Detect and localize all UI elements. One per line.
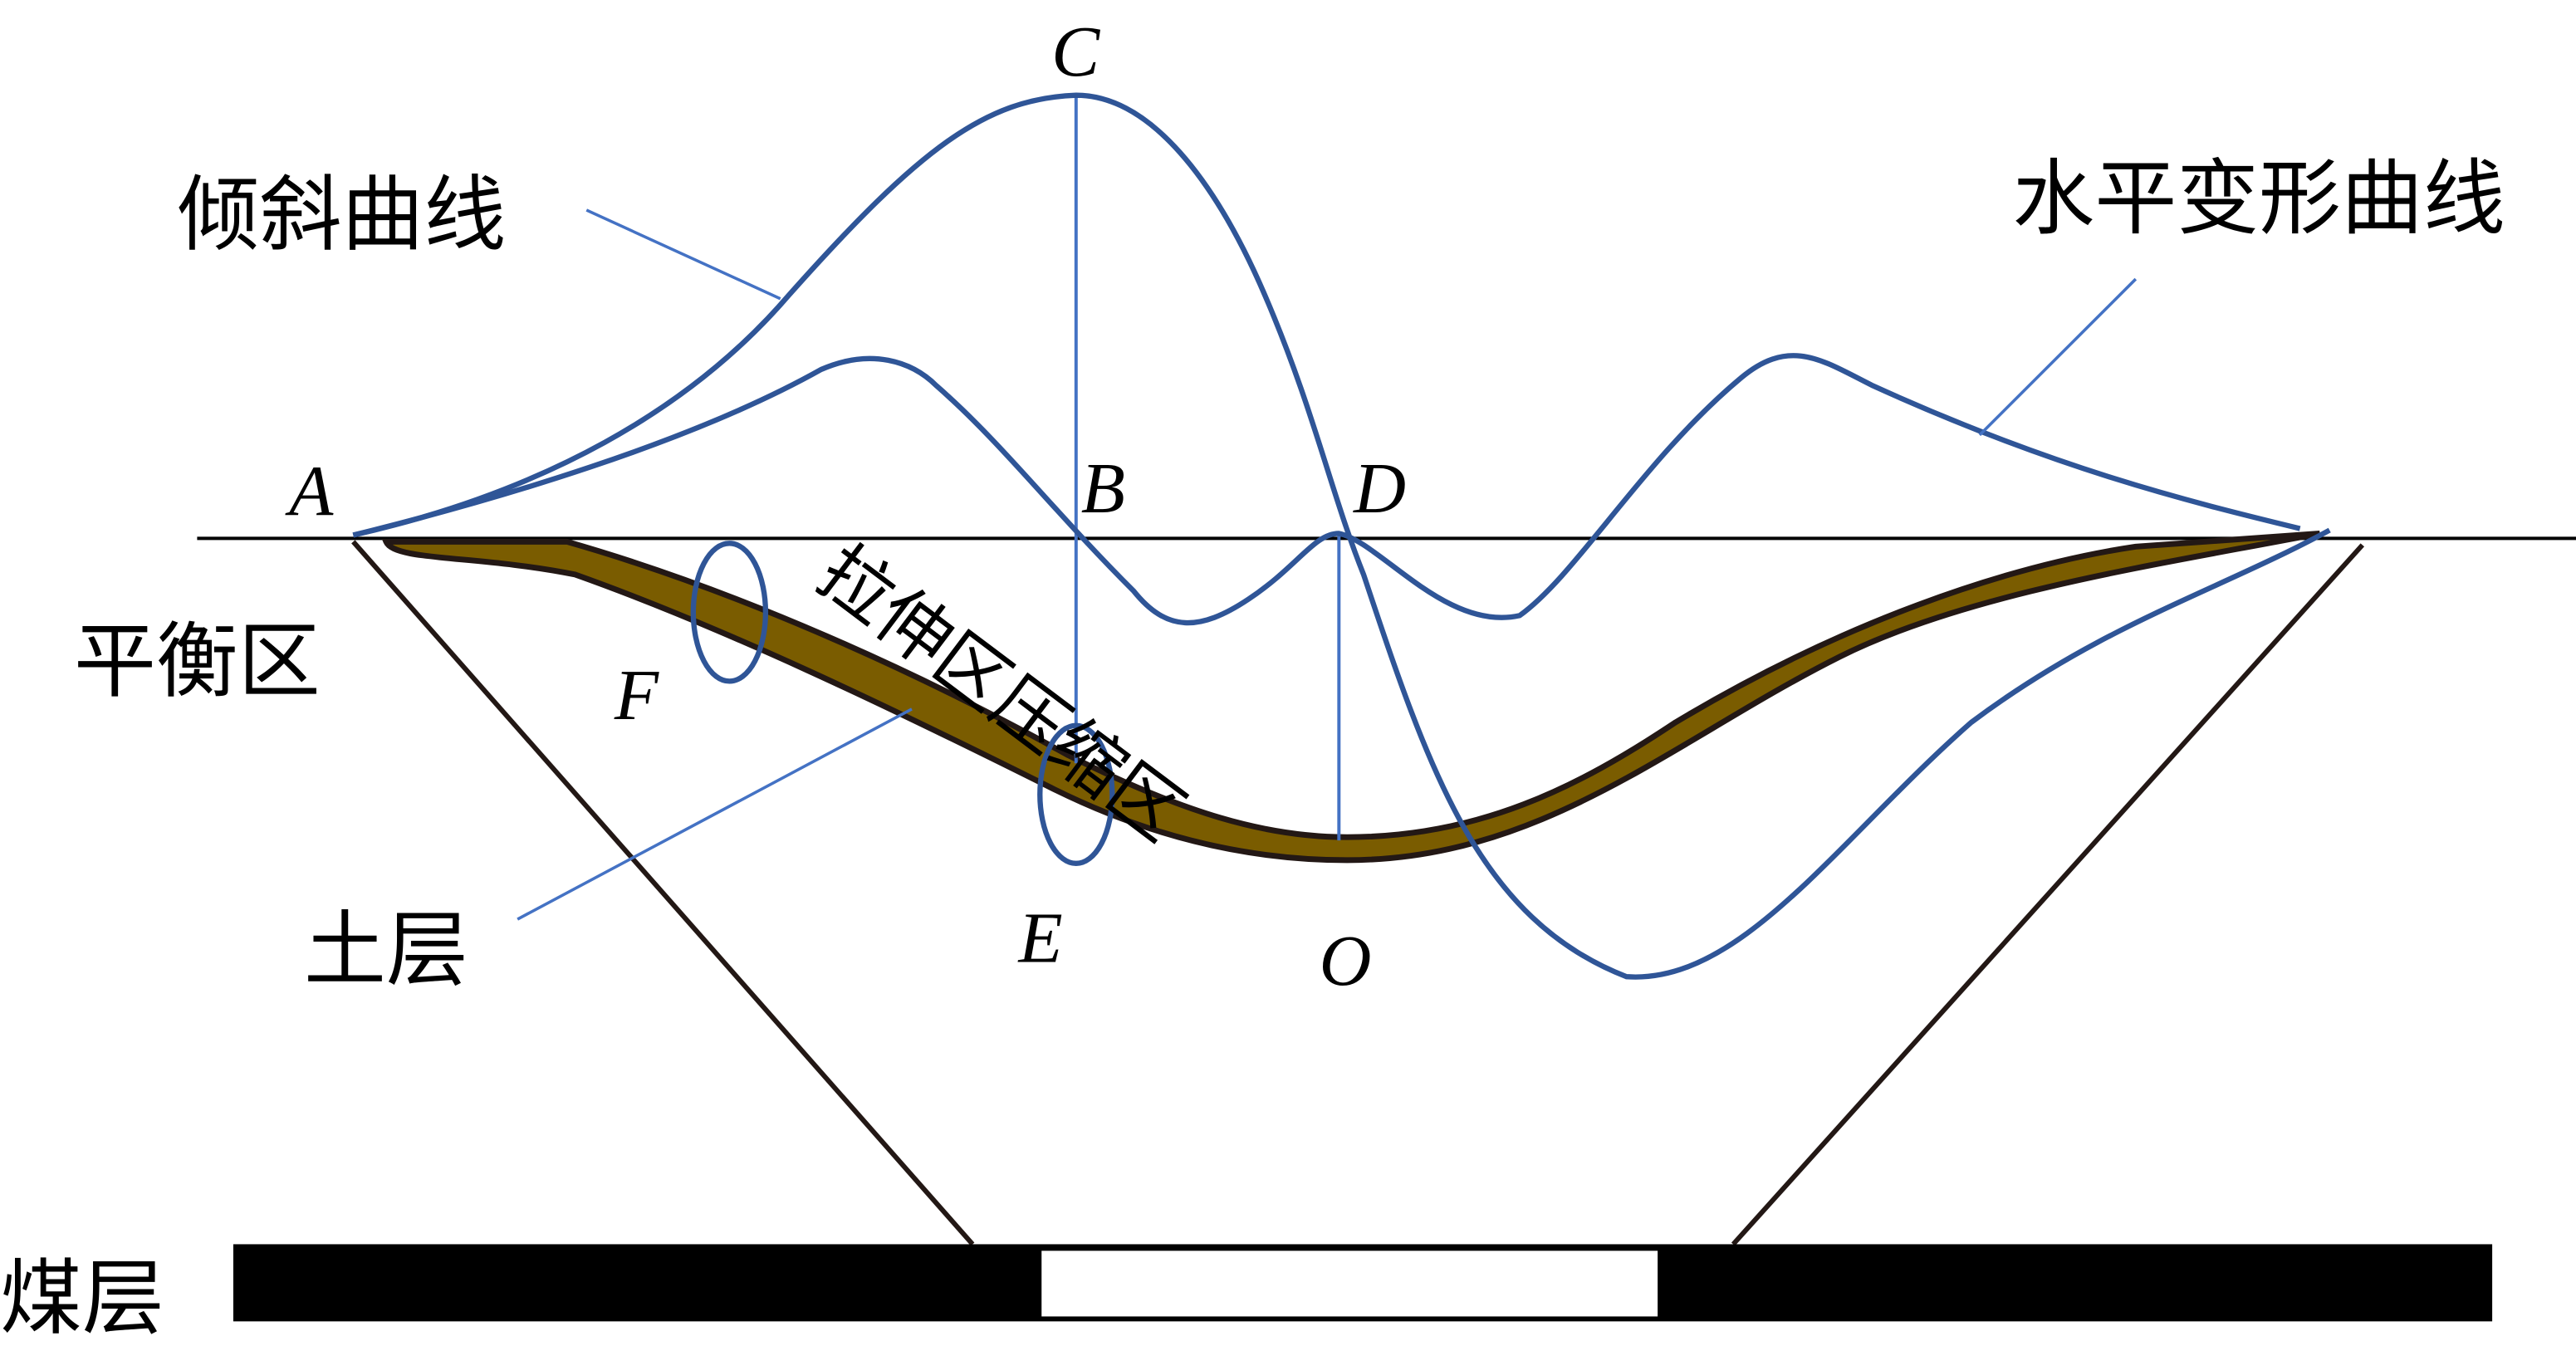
horizontal-curve-leader (1978, 277, 2138, 437)
horizontal-curve-label: 水平变形曲线 (2012, 151, 2505, 247)
tilt-curve-leader (585, 208, 781, 301)
soil-layer-leader (517, 707, 913, 921)
label-d: D (1353, 448, 1406, 528)
soil-layer-label: 土层 (304, 903, 468, 998)
label-a: A (285, 451, 334, 531)
soil-layer (381, 531, 2321, 864)
zone-e-ellipse (1037, 722, 1115, 866)
label-b: B (1081, 448, 1125, 528)
label-o: O (1320, 920, 1372, 1001)
right-boundary-line (1731, 543, 2365, 1246)
goaf-opening (1041, 1251, 1658, 1317)
label-c: C (1051, 11, 1100, 91)
left-boundary-line (351, 540, 975, 1246)
balance-zone-label: 平衡区 (74, 614, 321, 709)
coal-seam-label: 煤层 (0, 1251, 164, 1346)
label-e: E (1017, 897, 1063, 977)
tilt-curve-label: 倾斜曲线 (178, 168, 507, 263)
tilt-curve (352, 92, 2331, 980)
horizontal-deformation-curve (352, 353, 2301, 626)
label-f: F (614, 654, 659, 735)
zone-f-ellipse (690, 541, 769, 684)
